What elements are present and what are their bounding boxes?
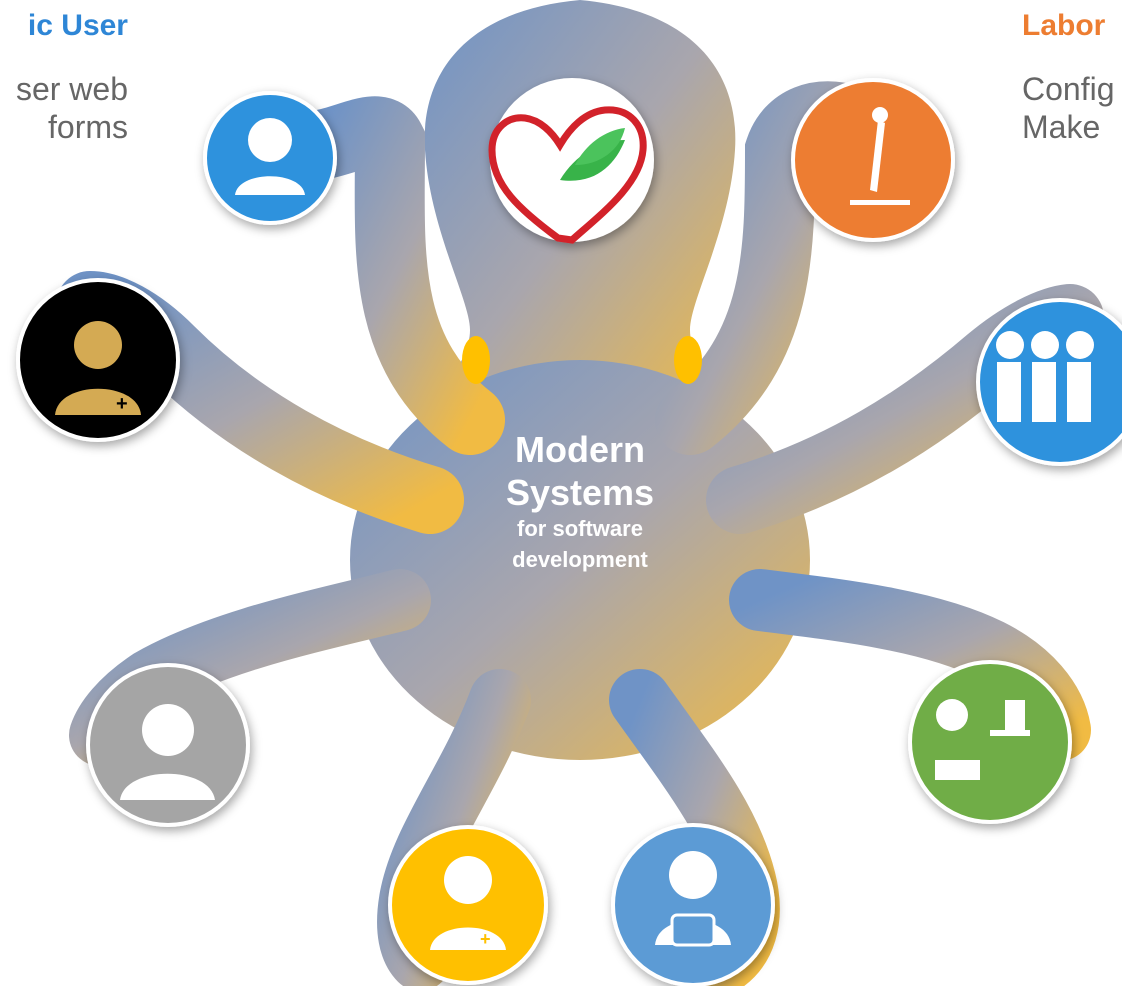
caretaker-icon xyxy=(611,823,775,986)
doctor-icon: + xyxy=(16,278,180,442)
heart-leaf-logo xyxy=(488,78,654,244)
right-callout-title: Labor xyxy=(1022,9,1106,42)
center-label-line1: Modern xyxy=(515,429,645,470)
left-callout-line2: forms xyxy=(48,109,128,146)
office-worker-icon xyxy=(908,660,1072,824)
right-callout-line1: Config xyxy=(1022,71,1115,107)
right-callout-line2: Make xyxy=(1022,109,1101,146)
svg-text:+: + xyxy=(116,393,128,415)
left-callout: ic User ser web forms xyxy=(0,8,128,147)
microscope-icon xyxy=(791,78,955,242)
left-eye xyxy=(462,336,490,384)
receptionist-icon xyxy=(86,663,250,827)
center-label-line2: Systems xyxy=(505,472,655,514)
right-callout-description: Config Make xyxy=(1022,70,1122,147)
right-callout: Labor Config Make xyxy=(1022,8,1122,147)
svg-text:+: + xyxy=(480,929,491,949)
center-label: Modern Systems for software development xyxy=(480,428,680,576)
center-label-line4: development xyxy=(512,547,648,573)
user-icon xyxy=(203,91,337,225)
right-eye xyxy=(674,336,702,384)
center-label-line3: for software xyxy=(517,516,643,542)
nurse-icon: + xyxy=(388,825,548,985)
left-callout-line1: ser web xyxy=(15,71,128,107)
team-icon xyxy=(976,298,1122,466)
left-callout-description: ser web forms xyxy=(0,70,128,147)
left-callout-title: ic User xyxy=(27,9,128,42)
